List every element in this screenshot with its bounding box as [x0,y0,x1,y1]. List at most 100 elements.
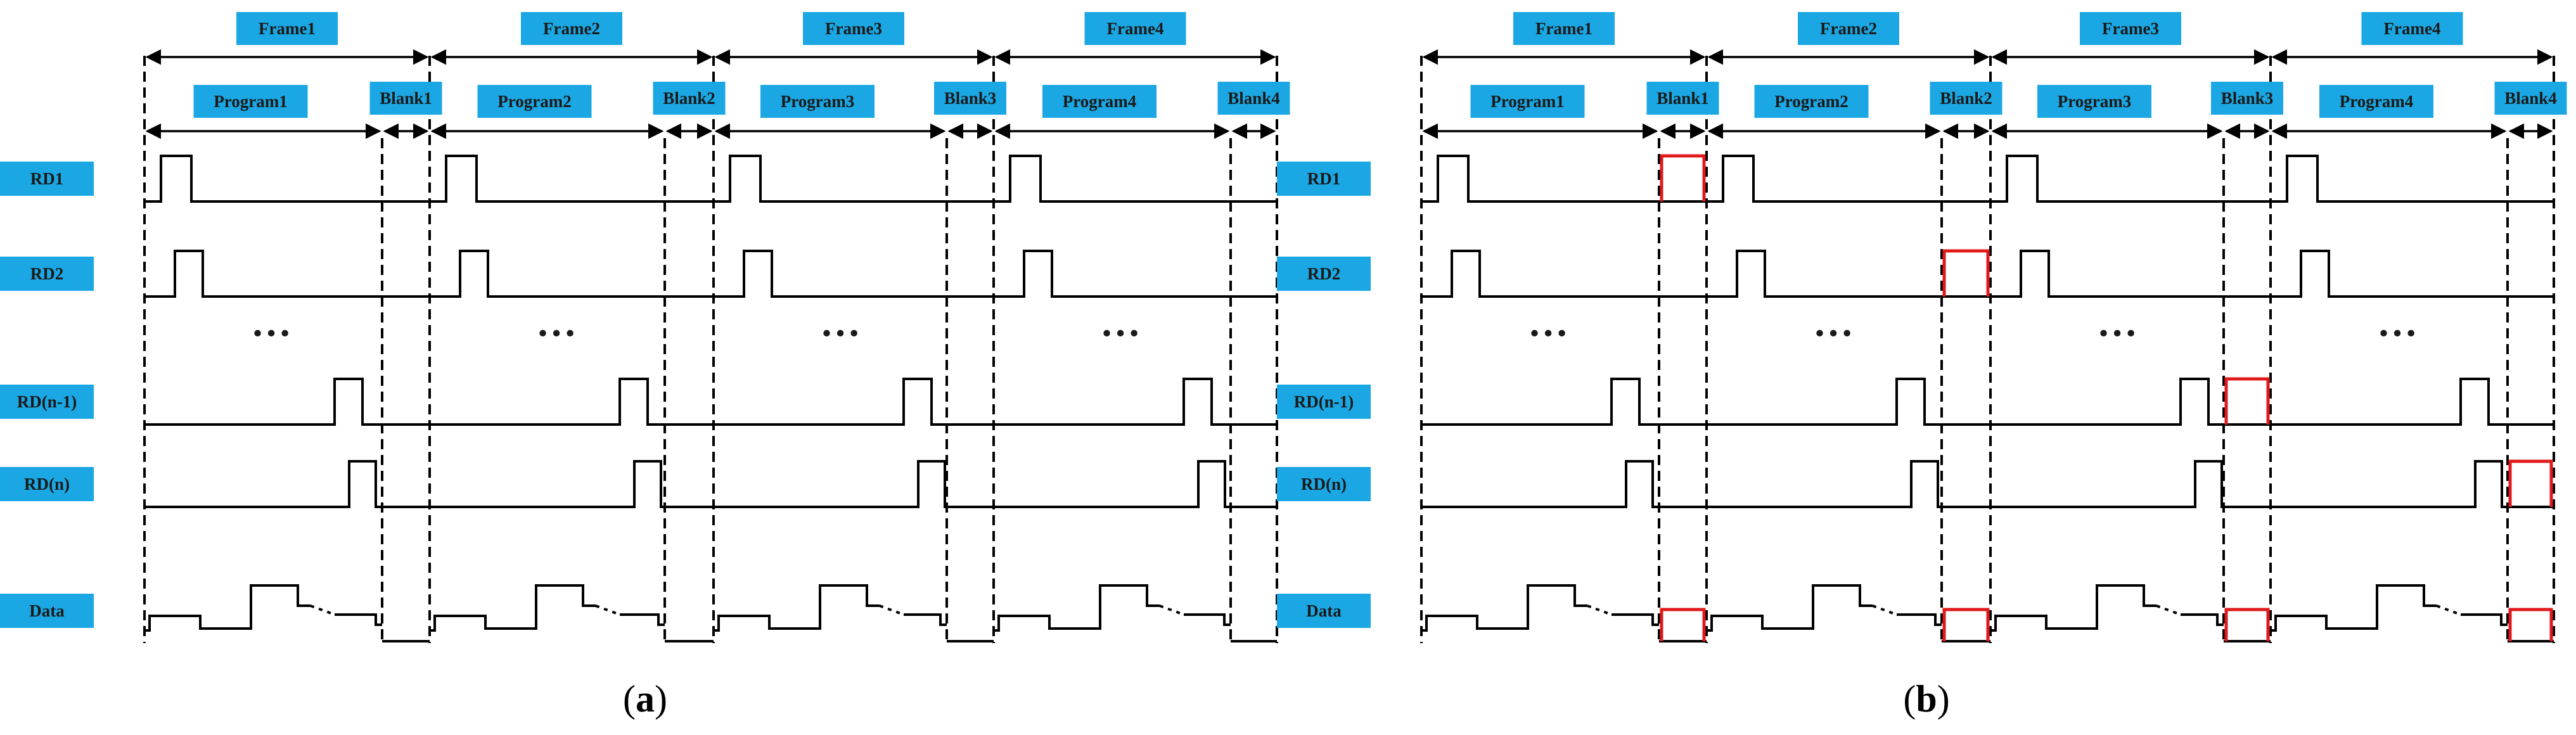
panel-b-row-rd-n-1-label: RD(n-1) [1294,392,1354,411]
panel-b-ellipsis: … [1813,300,1854,345]
panel-b-signal-rd1 [1421,155,2554,203]
panel-a-row-rd1-box [0,162,94,196]
panel-a-blank3-label: Blank3 [944,89,997,108]
panel-b-signal-rd-n [1421,460,2554,508]
panel-b-row-rd2-label: RD2 [1307,264,1341,283]
panel-b-blank2-box [1930,82,2002,115]
panel-a-caption: (a) [623,678,667,720]
panel-b-blank2-label: Blank2 [1940,89,1992,108]
panel-a-blank3-box [934,82,1006,115]
panel-a-blank1-box [369,82,442,115]
panel-b-program1-label: Program1 [1490,92,1564,111]
panel-b-program3-label: Program3 [2058,92,2131,111]
panel-b-program2: Program2 [1754,85,1869,118]
panel-b-program2-box [1754,85,1869,118]
panel-b-data-blank-pulse [1660,608,1706,641]
panel-b-row-rd-n: RD(n) [1277,467,1371,501]
panel-a-blank1-label: Blank1 [380,89,432,108]
panel-a-data-signal [620,613,665,626]
panel-a-frame1: Frame1 [236,12,338,45]
panel-a-signal-rd-n-1 [144,378,1277,426]
panel-b-ellipsis: … [2097,300,2137,345]
panel-a-ellipsis: … [251,300,292,345]
panel-a-ellipsis: … [536,300,577,345]
panel-a-blank1: Blank1 [369,82,442,115]
panel-b-program1-box [1470,85,1585,118]
panel-b-row-data-box [1277,594,1371,628]
panel-a-blank3: Blank3 [934,82,1006,115]
panel-a-signal-rd1 [144,155,1277,203]
panel-b-program1: Program1 [1470,85,1585,118]
panel-a-program3: Program3 [760,85,875,118]
panel-a-ellipsis: … [1100,300,1141,345]
panel-a-program3-label: Program3 [781,92,854,111]
panel-a-blank4-box [1217,82,1290,115]
panel-a-frame4-box [1084,12,1186,45]
panel-b-data-signal [1612,613,1659,626]
panel-b-ellipsis: … [1528,300,1568,345]
panel-a-data-signal [904,613,947,626]
panel-b-row-rd1: RD1 [1277,162,1371,196]
panel-a-row-rd-n-label: RD(n) [24,475,70,494]
panel-a-blank4-label: Blank4 [1227,89,1280,108]
panel-b-blank3-label: Blank3 [2221,89,2274,108]
panel-b-blank-pulse-rd-n [2508,459,2553,507]
panel-b-data-continuation [2156,604,2181,616]
panel-b-row-data-label: Data [1306,601,1342,620]
panel-b-program4: Program4 [2319,85,2433,118]
panel-b-row-rd1-label: RD1 [1307,169,1341,188]
panel-b-data-signal [1421,584,1587,632]
panel-b-blank1-box [1646,82,1719,115]
panel-a-data-signal [335,613,382,626]
panel-b-data-signal [2271,584,2437,632]
panel-a-row-rd1-label: RD1 [30,169,64,188]
panel-a-data-signal [430,584,596,632]
panel-b-frame4: Frame4 [2361,12,2463,45]
panel-a-row-rd-n-1-label: RD(n-1) [17,392,77,411]
panel-b-blank3-box [2211,82,2283,115]
panel-b-frame3-box [2080,12,2181,45]
panel-b-frame1-label: Frame1 [1535,19,1592,38]
panel-b-blank-pulse-rd2 [1942,249,1990,297]
panel-b-data-signal [2181,613,2224,626]
panel-b-data-signal [1897,613,1942,626]
panel-b-frame1-box [1513,12,1615,45]
panel-a-blank4: Blank4 [1217,82,1290,115]
panel-b-program2-label: Program2 [1774,92,1848,111]
panel-b-row-rd-n-label: RD(n) [1301,475,1347,494]
panel-a-data-signal [1184,613,1231,626]
panel-a-frame3: Frame3 [803,12,904,45]
panel-a-program1-box [193,85,308,118]
panel-a-row-rd-n-1-box [0,385,94,419]
panel-a-row-rd-n-box [0,467,94,501]
panel-a-program2-label: Program2 [497,92,571,111]
panel-b-signal-rd2 [1421,250,2554,298]
panel-a-signal-rd2 [144,250,1277,298]
panel-a-data-signal [714,584,880,632]
panel-a-program3-box [760,85,875,118]
panel-b-frame3: Frame3 [2080,12,2181,45]
panel-b-frame2-label: Frame2 [1820,19,1877,38]
panel-a-program4-box [1042,85,1157,118]
panel-a-frame3-box [803,12,904,45]
panel-b-row-rd1-box [1277,162,1371,196]
panel-a-frame1-label: Frame1 [259,19,316,38]
panel-b-blank4: Blank4 [2494,82,2567,115]
panel-a-frame4: Frame4 [1084,12,1186,45]
panel-b-data-continuation [1587,604,1612,616]
panel-a-program4: Program4 [1042,85,1157,118]
panel-b-blank1: Blank1 [1646,82,1719,115]
panel-a-frame1-box [236,12,338,45]
panel-a-blank2-box [653,82,726,115]
panel-b-data-continuation [2436,604,2461,616]
panel-b-blank4-label: Blank4 [2504,89,2557,108]
panel-a-program4-label: Program4 [1063,92,1136,111]
panel-a-signal-rd-n [144,460,1277,508]
panel-b-blank-pulse-rd1 [1660,154,1706,201]
panel-b-frame4-label: Frame4 [2384,19,2441,38]
panel-a-blank2: Blank2 [653,82,726,115]
panel-a-data-continuation [879,604,904,616]
